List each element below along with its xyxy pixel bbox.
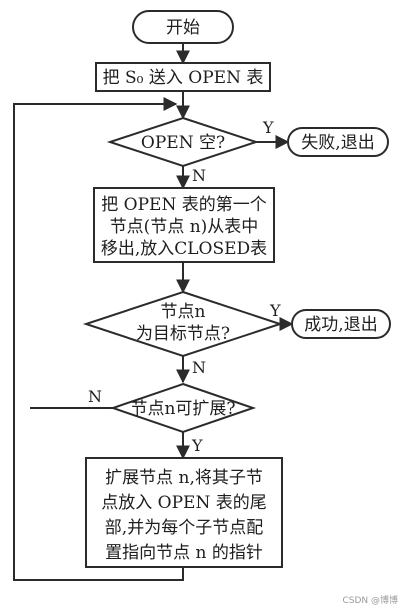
watermark: CSDN @博博 (342, 594, 398, 606)
yes-label-expand: Y (191, 436, 203, 455)
loop-back-line (13, 97, 184, 581)
decision-expandable-label: 节点n可扩展? (130, 399, 235, 419)
step-move-line-3: 移出,放入CLOSED表 (101, 239, 267, 259)
step-expand-line-3: 部,并为每个子节点配 (105, 518, 263, 538)
step-expand-line-4: 置指向节点 n 的指针 (105, 543, 263, 563)
success-exit-terminal (291, 309, 391, 339)
step-expand-node (85, 457, 283, 568)
decision-goal-line-1: 节点n (161, 302, 206, 322)
step-put-s0 (95, 62, 271, 92)
yes-label-goal: Y (269, 301, 281, 320)
step-move-to-closed (93, 187, 275, 263)
no-label-empty: N (192, 166, 206, 185)
step-put-s0-label: 把 S₀ 送入 OPEN 表 (103, 68, 264, 88)
step-expand-line-1: 扩展节点 n,将其子节 (105, 468, 263, 488)
no-label-goal: N (192, 358, 206, 377)
yes-label-empty: Y (262, 118, 274, 137)
decision-open-empty-label: OPEN 空? (141, 133, 225, 153)
start-label: 开始 (166, 18, 200, 38)
decision-goal-line-2: 为目标节点? (136, 324, 230, 344)
decision-goal-node (82, 290, 284, 358)
start-terminal (132, 10, 234, 44)
step-move-line-2: 节点(节点 n)从表中 (110, 217, 259, 237)
decision-expandable (109, 382, 257, 434)
decision-open-empty (106, 116, 260, 168)
step-expand-line-2: 点放入 OPEN 表的尾 (101, 493, 266, 513)
success-exit-label: 成功,退出 (304, 315, 377, 335)
step-move-line-1: 把 OPEN 表的第一个 (101, 195, 266, 215)
no-label-expand: N (88, 387, 102, 406)
fail-exit-terminal (287, 127, 389, 157)
fail-exit-label: 失败,退出 (301, 133, 374, 153)
